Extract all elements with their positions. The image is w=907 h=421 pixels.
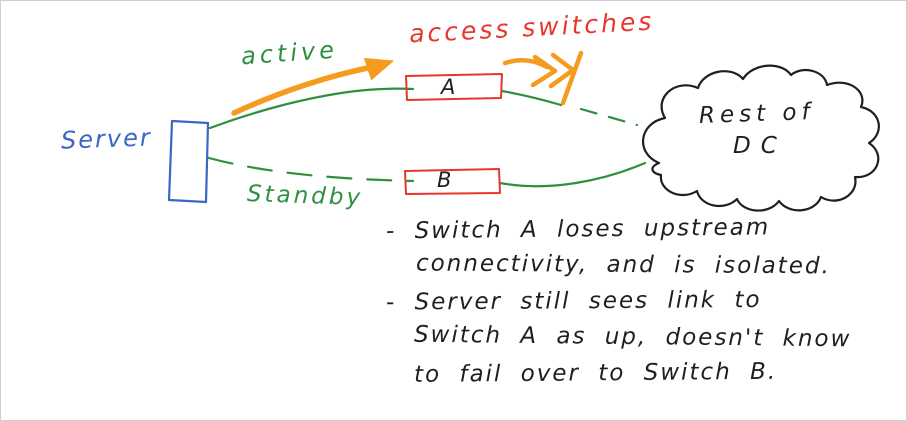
- link-server-to-a: [208, 87, 415, 130]
- link-server-to-b-standby: [207, 156, 415, 183]
- standby-link-label: Standby: [246, 180, 364, 212]
- switch-b-label: B: [437, 168, 452, 192]
- cloud-shape: [642, 64, 880, 212]
- link-a-upstream-solid: [500, 89, 563, 107]
- active-arrow-shaft: [231, 64, 376, 116]
- note-line-1: - Switch A loses upstream: [385, 214, 771, 245]
- note-line-3: - Server still sees link to: [385, 287, 762, 316]
- note-line-2: connectivity, and is isolated.: [415, 250, 831, 280]
- note-line-5: to fail over to Switch B.: [413, 358, 778, 388]
- switch-b-box: [404, 168, 501, 195]
- link-b-to-cloud: [498, 161, 647, 188]
- server-label: Server: [60, 123, 153, 155]
- uplink-cut-slash-icon: [560, 50, 584, 106]
- server-box: [167, 119, 210, 204]
- failure-pointer-chevron-1-icon: [530, 54, 558, 88]
- active-arrow-head-icon: [364, 58, 394, 80]
- switch-a-box: [405, 73, 503, 101]
- cloud-label-line1: Rest of: [698, 98, 816, 130]
- link-a-upstream-broken-dashes: [579, 107, 639, 127]
- cloud-label-line2: DC: [733, 133, 787, 159]
- notes-block: - Switch A loses upstream connectivity, …: [385, 211, 852, 391]
- note-line-4: Switch A as up, doesn't know: [413, 321, 852, 353]
- switch-a-label: A: [441, 75, 456, 99]
